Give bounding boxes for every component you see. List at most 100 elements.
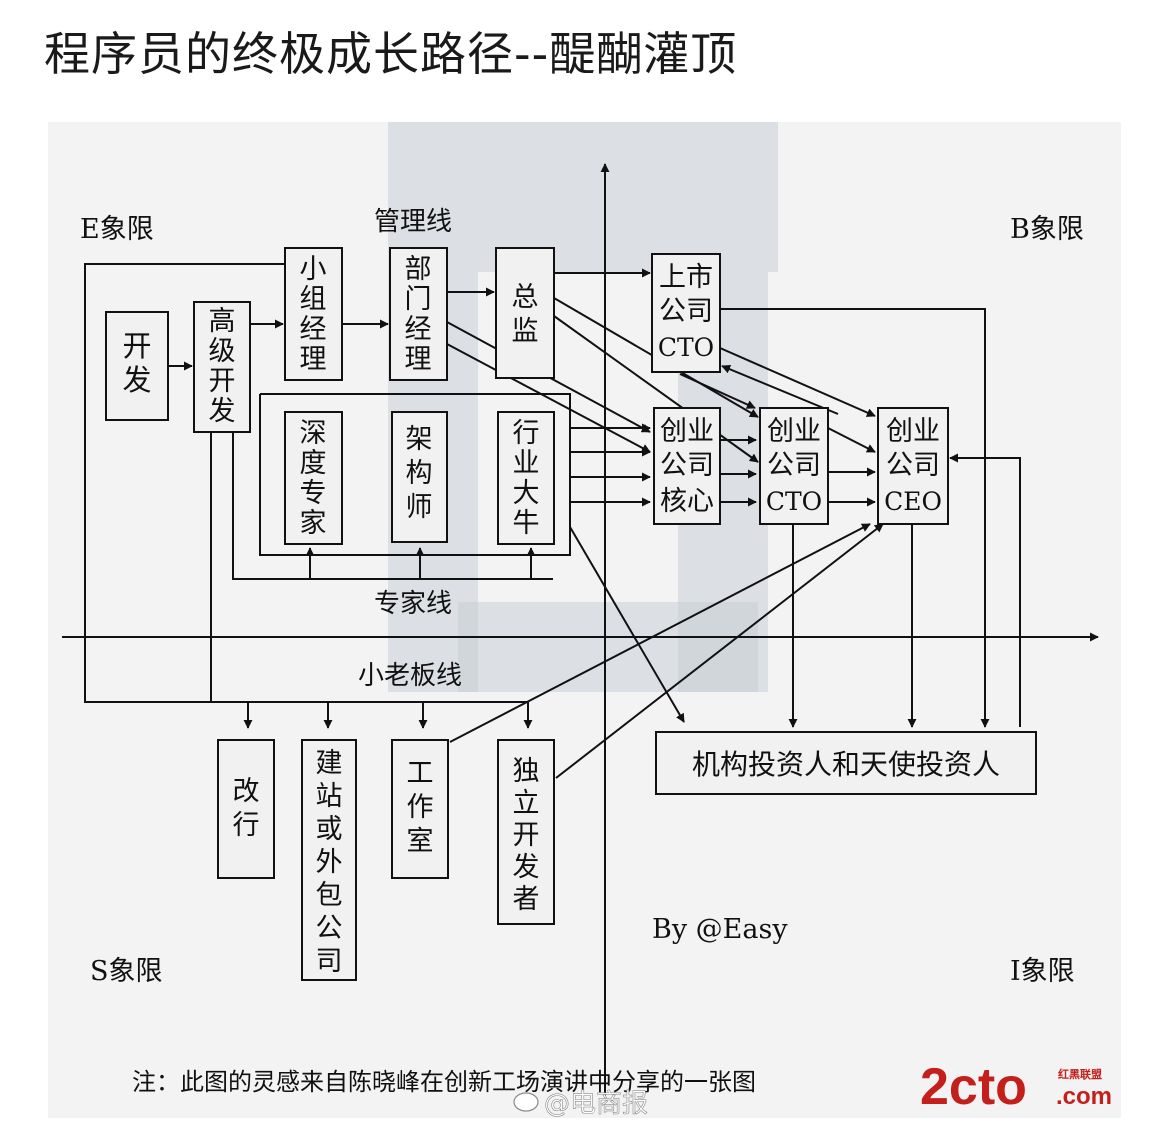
node-text: 创业 — [660, 416, 714, 447]
weibo-handle: @电商报 — [544, 1089, 648, 1118]
logo-suffix: .com — [1056, 1083, 1112, 1110]
node-text: 师 — [406, 492, 433, 523]
node-text: 组 — [300, 284, 327, 315]
node-text: CTO — [658, 333, 714, 362]
node-text: 监 — [512, 316, 539, 347]
node-text: 外 — [316, 847, 343, 878]
quadrant-i-label: I象限 — [1010, 956, 1075, 987]
node-box — [655, 731, 1037, 795]
career-path-figure: E象限 B象限 S象限 I象限 管理线 专家线 小老板线 开 发 高 级 开 发… — [48, 122, 1121, 1118]
node-text: 开 — [513, 820, 540, 851]
connector — [232, 428, 553, 580]
node-text: 包 — [316, 880, 343, 911]
node-text: 深 — [300, 418, 327, 449]
connector — [721, 364, 839, 415]
node-text: 建 — [316, 748, 343, 779]
node-box — [759, 407, 829, 525]
node-text: 公 — [316, 913, 343, 944]
logo-main: 2cto — [920, 1058, 1027, 1116]
node-text: 大 — [513, 478, 540, 509]
node-text: 开 — [122, 329, 151, 363]
node-text: 工 — [407, 758, 434, 789]
node-text: 专 — [300, 478, 327, 509]
node-text: 司 — [316, 946, 343, 977]
node-box — [877, 407, 949, 525]
node-text: 者 — [513, 884, 540, 915]
node-text: 高 — [209, 306, 236, 337]
node-text: 开 — [209, 366, 236, 397]
node-text: 理 — [405, 344, 432, 375]
node-box — [497, 411, 555, 545]
node-text: 公司 — [659, 296, 713, 327]
node-text: 级 — [209, 336, 236, 367]
node-text: 牛 — [513, 508, 540, 539]
node-depth-expert: 深 度 专 家 — [284, 411, 343, 545]
node-text: 独 — [513, 756, 540, 787]
management-line-label: 管理线 — [374, 207, 452, 237]
node-text: 行 — [233, 810, 260, 841]
node-text: 经 — [300, 314, 327, 345]
watermark-block — [458, 602, 758, 692]
node-text: 总 — [512, 282, 539, 313]
node-box — [284, 247, 343, 381]
connector — [679, 373, 756, 409]
node-startup-cto: 创业 公司 CTO — [759, 407, 829, 525]
expert-line-label: 专家线 — [374, 589, 452, 619]
node-text: 公司 — [767, 450, 821, 481]
node-text: 经 — [405, 314, 432, 345]
author-credit: By @Easy — [652, 914, 788, 945]
node-box — [193, 301, 251, 433]
node-text: 业 — [513, 448, 540, 479]
node-box — [651, 253, 721, 373]
connector — [569, 502, 685, 723]
weibo-watermark: @电商报 — [513, 1089, 648, 1118]
small-boss-line-label: 小老板线 — [358, 661, 462, 691]
node-box — [391, 411, 448, 543]
node-dept-manager: 部 门 经 理 — [389, 247, 448, 381]
node-box — [105, 311, 169, 421]
node-outsourcing: 建 站 或 外 包 公 司 — [301, 739, 357, 981]
node-box — [217, 739, 275, 879]
node-text: 发 — [513, 852, 540, 883]
node-text: 发 — [122, 363, 151, 397]
node-industry-leader: 行 业 大 牛 — [497, 411, 555, 545]
node-text: 理 — [300, 344, 327, 375]
node-career-change: 改 行 — [217, 739, 275, 879]
node-box — [495, 247, 555, 379]
connector — [827, 427, 876, 453]
node-text: 行 — [513, 418, 540, 449]
node-text: 门 — [405, 284, 432, 315]
connectors — [84, 263, 1021, 779]
node-director: 总 监 — [495, 247, 555, 379]
node-listed-cto: 上市 公司 CTO — [651, 253, 721, 373]
connector — [449, 523, 871, 743]
node-text: 架 — [406, 424, 433, 455]
node-text: 度 — [300, 448, 327, 479]
quadrant-s-label: S象限 — [90, 956, 163, 987]
node-indie-dev: 独 立 开 发 者 — [497, 739, 555, 925]
node-box — [301, 739, 357, 981]
node-team-manager: 小 组 经 理 — [284, 247, 343, 381]
node-text: 创业 — [767, 416, 821, 447]
site-logo: 2cto .com 红黑联盟 — [920, 1058, 1112, 1116]
node-text: 公司 — [660, 450, 714, 481]
node-text: 创业 — [886, 416, 940, 447]
connector — [84, 263, 528, 703]
node-text: 或 — [316, 814, 343, 845]
node-text: 发 — [209, 396, 236, 427]
node-box — [497, 739, 555, 925]
node-text: 核心 — [660, 486, 714, 517]
quadrant-b-label: B象限 — [1010, 214, 1084, 245]
node-text: 机构投资人和天使投资人 — [692, 748, 1000, 781]
node-architect: 架 构 师 — [391, 411, 448, 543]
expert-frame — [259, 393, 571, 556]
watermark-block — [388, 122, 778, 272]
node-startup-ceo: 创业 公司 CEO — [877, 407, 949, 525]
node-text: CEO — [884, 487, 942, 516]
node-text: 小 — [300, 254, 327, 285]
node-text: 改 — [233, 776, 260, 807]
connector — [949, 453, 1021, 727]
node-box — [389, 247, 448, 381]
node-text: 家 — [300, 508, 327, 539]
node-dev: 开 发 — [105, 311, 169, 421]
